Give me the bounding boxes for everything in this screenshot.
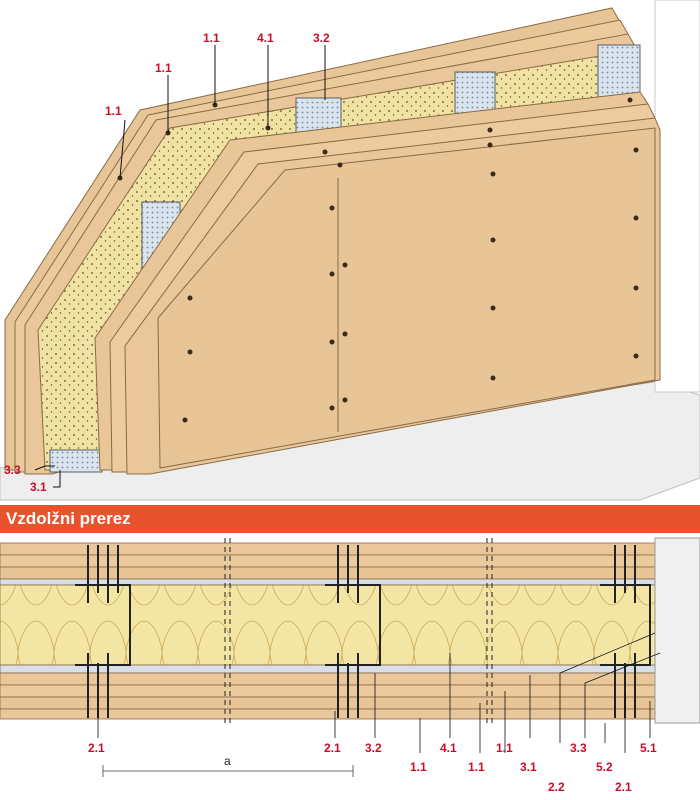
section-callout-5-1: 5.1 <box>640 741 657 755</box>
longitudinal-section-drawing: a 2.1 2.1 3.2 1.1 4.1 1.1 1.1 3.1 2.2 3.… <box>0 537 700 794</box>
section-callout-3-2: 3.2 <box>365 741 382 755</box>
section-callout-3-1: 3.1 <box>520 760 537 774</box>
callout-4-1: 4.1 <box>257 31 274 45</box>
dimension-label-a: a <box>224 754 231 768</box>
section-callout-3-3: 3.3 <box>570 741 587 755</box>
section-screws <box>87 545 636 718</box>
section-callout-2-1-mid: 2.1 <box>324 741 341 755</box>
callout-1-1-left: 1.1 <box>105 104 122 118</box>
screws <box>117 97 639 423</box>
callout-leaders <box>34 45 326 488</box>
section-banner: Vzdolžni prerez <box>0 505 700 533</box>
board-face <box>157 127 656 469</box>
bottom-board-layers <box>0 664 656 720</box>
dimension-a <box>102 765 354 777</box>
section-callout-2-1-right: 2.1 <box>615 780 632 794</box>
section-callout-1-1-b: 1.1 <box>468 760 485 774</box>
break-lines <box>224 538 493 725</box>
callout-3-1: 3.1 <box>30 480 47 494</box>
side-wall <box>654 537 700 724</box>
section-title: Vzdolžni prerez <box>6 509 131 528</box>
callout-3-2: 3.2 <box>313 31 330 45</box>
insulation-band <box>0 584 656 666</box>
section-callout-5-2: 5.2 <box>596 760 613 774</box>
back-wall <box>654 0 700 393</box>
section-callout-4-1: 4.1 <box>440 741 457 755</box>
section-callout-1-1-c: 1.1 <box>496 741 513 755</box>
section-callout-2-1-left: 2.1 <box>88 741 105 755</box>
top-board-layers <box>0 542 656 586</box>
section-callout-2-2: 2.2 <box>548 780 565 794</box>
callout-1-1-top: 1.1 <box>203 31 220 45</box>
section-callout-1-1-a: 1.1 <box>410 760 427 774</box>
callout-1-1-mid: 1.1 <box>155 61 172 75</box>
isometric-wall-drawing: 1.1 1.1 1.1 4.1 3.2 3.3 3.1 <box>0 0 700 501</box>
callout-3-3: 3.3 <box>4 463 21 477</box>
section-leaders <box>97 632 661 753</box>
